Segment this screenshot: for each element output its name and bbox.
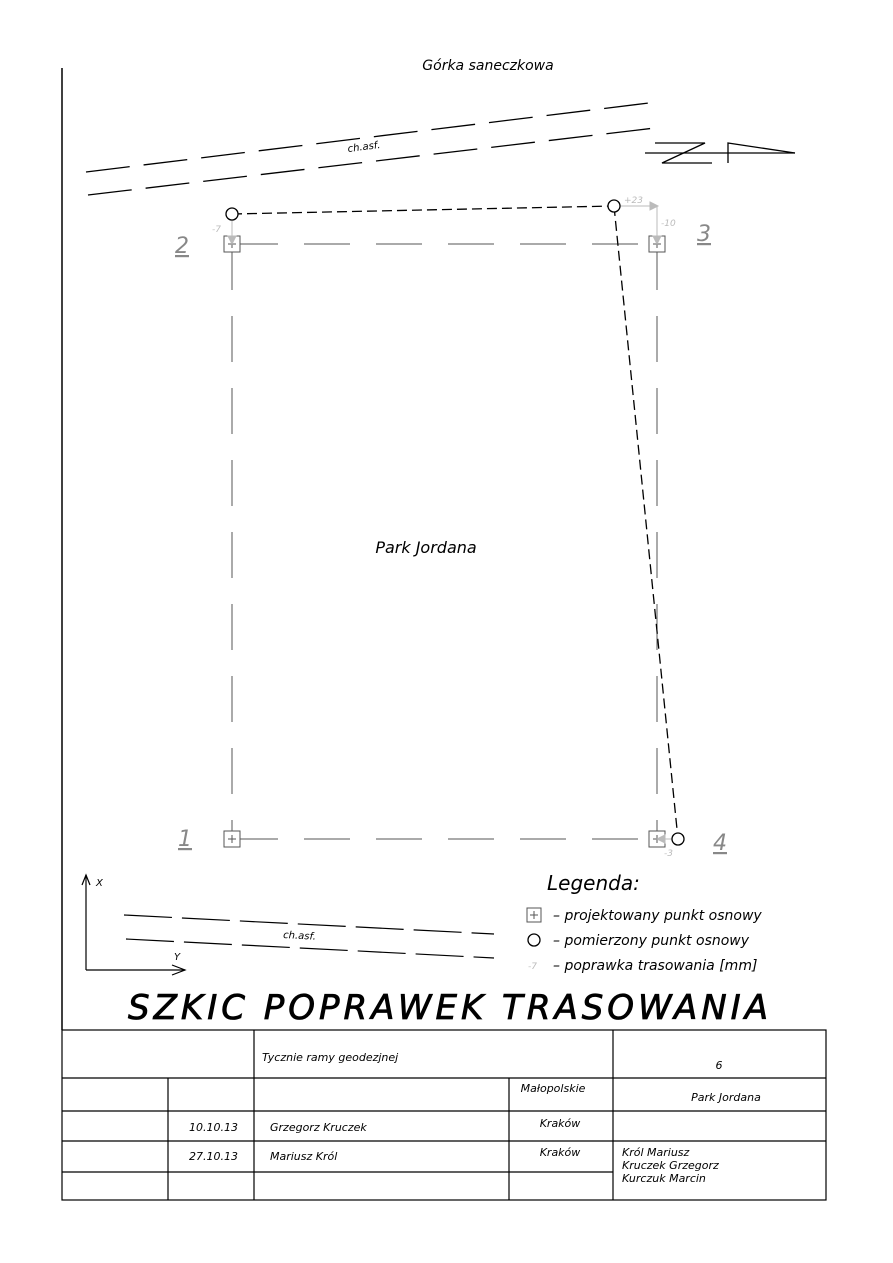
circle-icon — [527, 933, 541, 947]
drawing-title: SZKIC POPRAWEK TRASOWANIA — [128, 988, 772, 1028]
correction-arrows — [227, 201, 672, 844]
axes — [81, 873, 187, 976]
city-2: Kraków — [540, 1146, 581, 1159]
circle-icon — [225, 207, 239, 221]
legend-item-measured: – pomierzony punkt osnowy — [553, 933, 750, 949]
point-number-4: 4 — [713, 831, 727, 856]
road-label-top: ch.asf. — [347, 140, 381, 155]
author-2: Kruczek Grzegorz — [622, 1159, 719, 1172]
region: Małopolskie — [521, 1082, 586, 1095]
north-arrow-icon — [645, 142, 796, 164]
road-bottom — [123, 914, 495, 959]
legend-title: Legenda: — [547, 871, 640, 895]
measured-points — [225, 199, 685, 846]
legend-item-correction: – poprawka trasowania [mm] — [553, 958, 757, 974]
measured-frame — [231, 205, 679, 840]
date-1: 10.10.13 — [189, 1121, 238, 1134]
circle-icon — [671, 832, 685, 846]
title-block-grid — [61, 1029, 827, 1201]
center-label: Park Jordana — [375, 538, 476, 557]
road-label-bottom: ch.asf. — [283, 930, 316, 943]
sheet-number: 6 — [716, 1059, 723, 1072]
object-name: Park Jordana — [691, 1091, 761, 1104]
axis-x-label: X — [95, 878, 104, 889]
correction-4: -3 — [664, 849, 673, 859]
road-top — [85, 101, 658, 196]
square-plus-icon — [526, 907, 542, 923]
date-2: 27.10.13 — [189, 1150, 238, 1163]
author-1: Król Mariusz — [622, 1146, 690, 1159]
square-plus-icon — [223, 830, 241, 848]
point-number-3: 3 — [697, 222, 711, 247]
author-3: Kurczuk Marcin — [622, 1172, 706, 1185]
name-2: Mariusz Król — [270, 1150, 337, 1163]
name-1: Grzegorz Kruczek — [270, 1121, 367, 1134]
correction-3-y: +23 — [624, 196, 643, 206]
correction-2: -7 — [212, 225, 221, 235]
point-number-1: 1 — [178, 827, 192, 852]
projected-frame — [231, 243, 658, 840]
circle-icon — [607, 199, 621, 213]
city-1: Kraków — [540, 1117, 581, 1130]
point-number-2: 2 — [175, 234, 189, 259]
correction-3-x: -10 — [661, 219, 676, 229]
legend-item-projected: – projektowany punkt osnowy — [553, 908, 762, 924]
subject: Tycznie ramy geodezjnej — [262, 1051, 399, 1064]
top-label: Górka saneczkowa — [422, 58, 553, 74]
legend-correction-sample: -7 — [528, 962, 537, 972]
axis-y-label: Y — [174, 952, 181, 963]
